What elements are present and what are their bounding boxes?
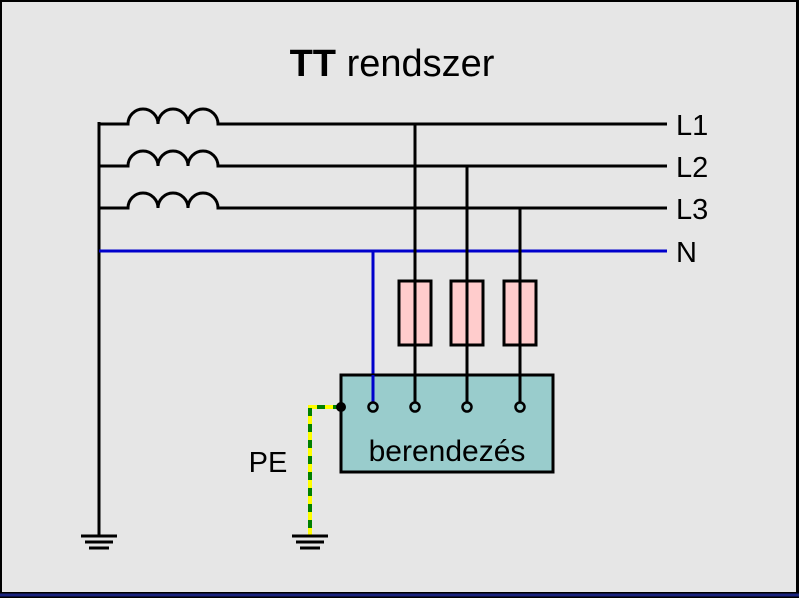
title-rest: rendszer bbox=[336, 43, 495, 85]
label-n: N bbox=[676, 237, 697, 269]
fuse-l1 bbox=[397, 279, 433, 347]
ground-source-icon bbox=[81, 534, 117, 550]
label-l2: L2 bbox=[676, 152, 708, 184]
pe-terminal bbox=[336, 402, 346, 412]
ground-device-icon bbox=[292, 534, 328, 550]
fuse-l2 bbox=[449, 279, 485, 347]
pe-label: PE bbox=[249, 447, 288, 479]
terminal-l2 bbox=[461, 401, 473, 413]
title-bold: TT bbox=[290, 43, 336, 85]
phase-l3-wire bbox=[99, 191, 667, 210]
device-label: berendezés bbox=[369, 435, 526, 468]
label-l3: L3 bbox=[676, 194, 708, 226]
phase-l2-wire bbox=[99, 149, 667, 168]
device-box bbox=[339, 373, 555, 474]
terminal-l3 bbox=[514, 401, 526, 413]
terminal-n bbox=[367, 401, 379, 413]
phase-l1-wire bbox=[99, 107, 667, 126]
pe-wire bbox=[308, 405, 341, 536]
terminal-l1 bbox=[409, 401, 421, 413]
fuse-l3 bbox=[502, 279, 538, 347]
label-l1: L1 bbox=[676, 110, 708, 142]
diagram-title: TT rendszer bbox=[290, 43, 495, 85]
